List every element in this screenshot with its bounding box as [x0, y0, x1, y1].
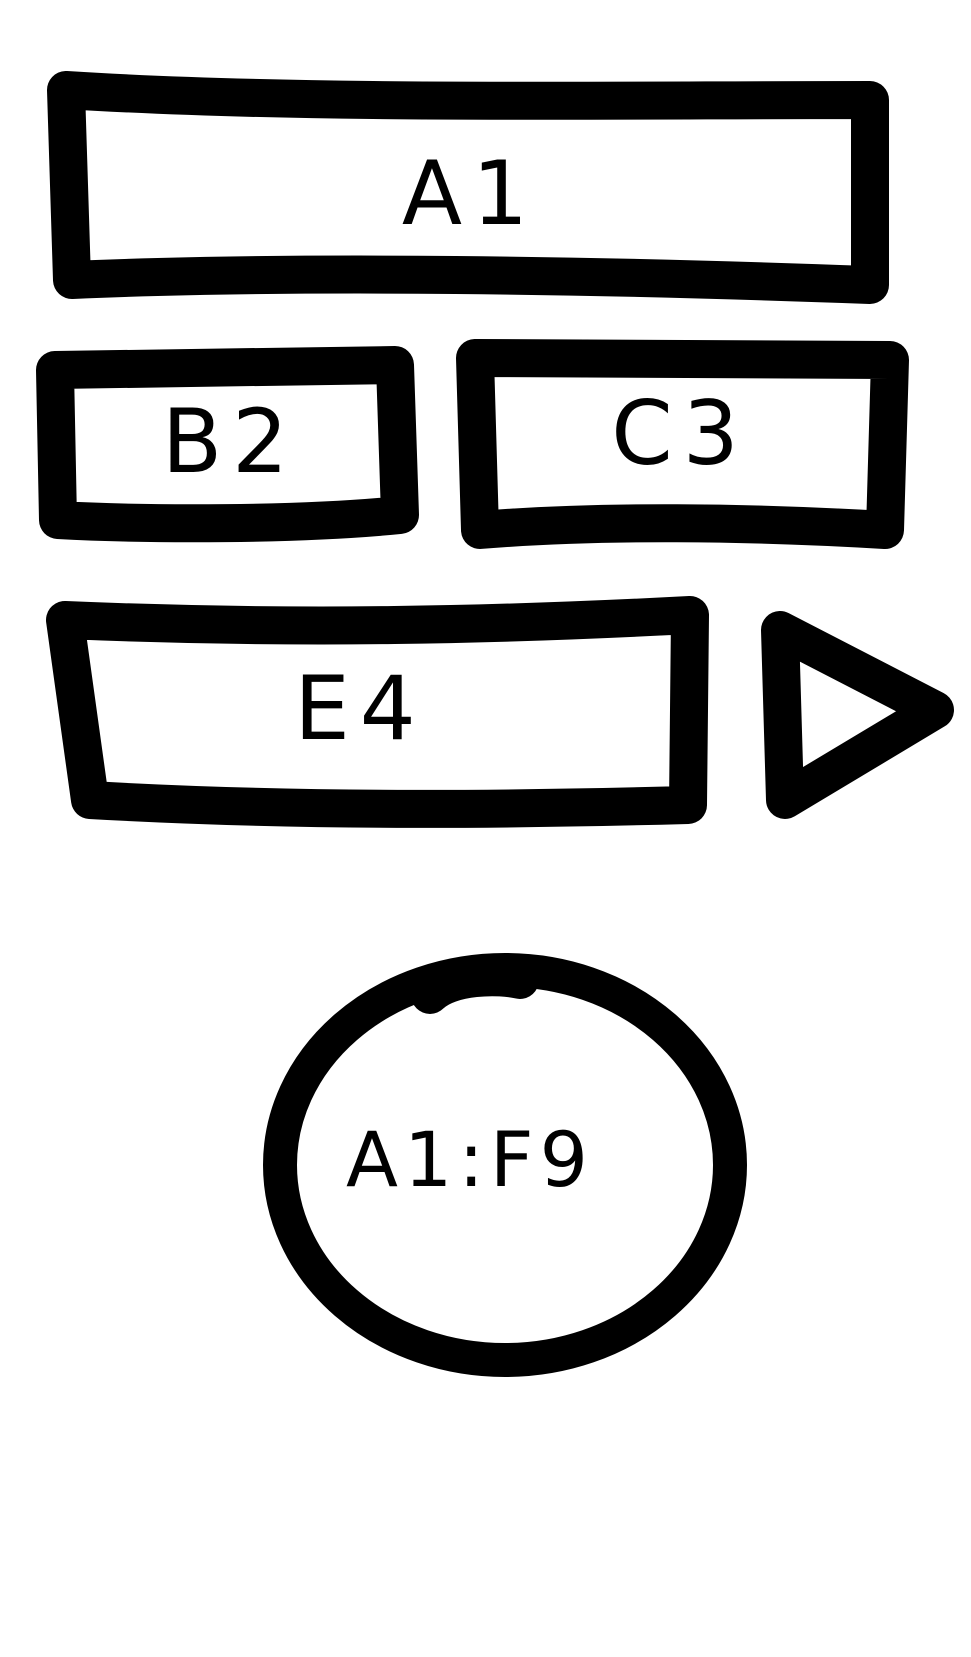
cell-e4-label: E4 [294, 657, 426, 760]
cell-a1-label: A1 [402, 142, 538, 245]
play-triangle-icon [761, 611, 954, 819]
cell-c3-outline [456, 339, 909, 549]
cell-a1-box[interactable]: A1 [47, 71, 889, 304]
cell-e4-outline [46, 596, 709, 828]
range-circle[interactable]: A1:F9 [263, 953, 747, 1377]
cell-b2-label: B2 [162, 390, 298, 493]
cell-a1-outline [47, 71, 889, 304]
cell-c3-box[interactable]: C3 [456, 339, 909, 549]
cell-c3-label: C3 [611, 382, 748, 485]
range-circle-overlap-stroke [411, 958, 539, 1014]
cell-b2-box[interactable]: B2 [36, 346, 419, 543]
cell-e4-box[interactable]: E4 [46, 596, 709, 828]
cell-b2-outline [36, 346, 419, 543]
range-circle-label: A1:F9 [346, 1115, 594, 1204]
play-button[interactable] [761, 611, 954, 819]
